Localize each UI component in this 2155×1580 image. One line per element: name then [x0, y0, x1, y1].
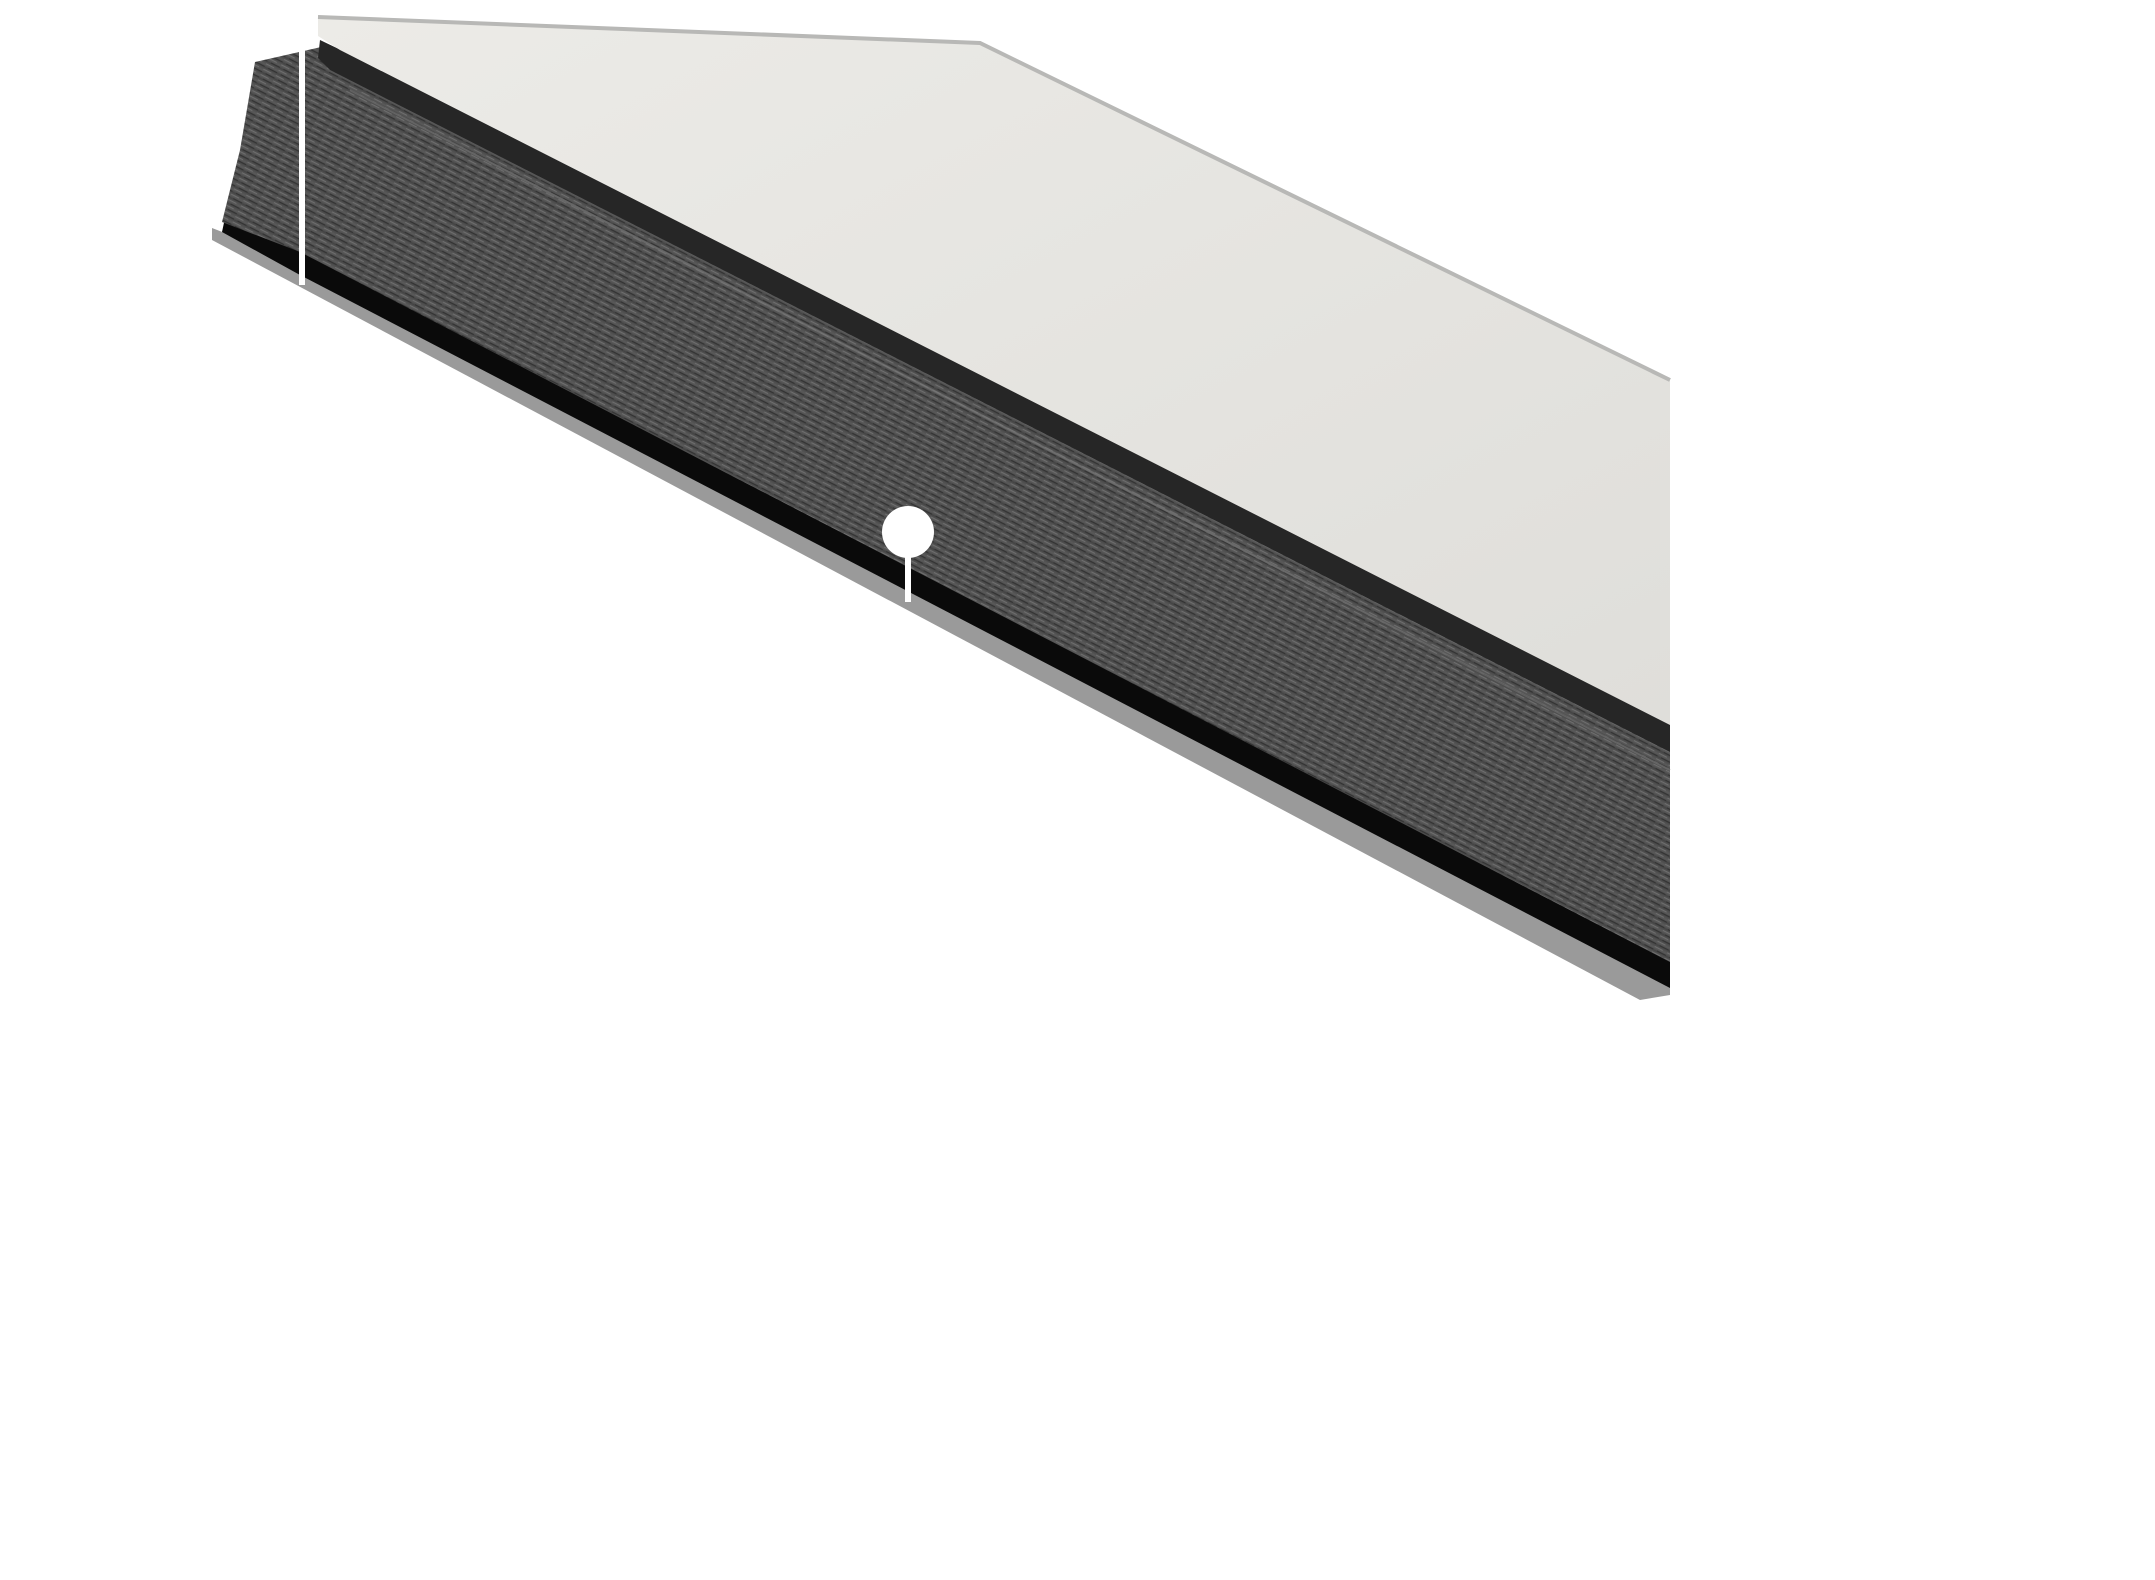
- pin-marker: [882, 506, 934, 602]
- bottom-black-layer: [222, 218, 1670, 988]
- foam-core-side: [222, 45, 1670, 962]
- top-surface: [317, 15, 1671, 725]
- inner-dark-band: [318, 40, 1671, 771]
- bottom-edge-sliver: [212, 228, 1670, 1000]
- thickness-indicator: [268, 22, 318, 285]
